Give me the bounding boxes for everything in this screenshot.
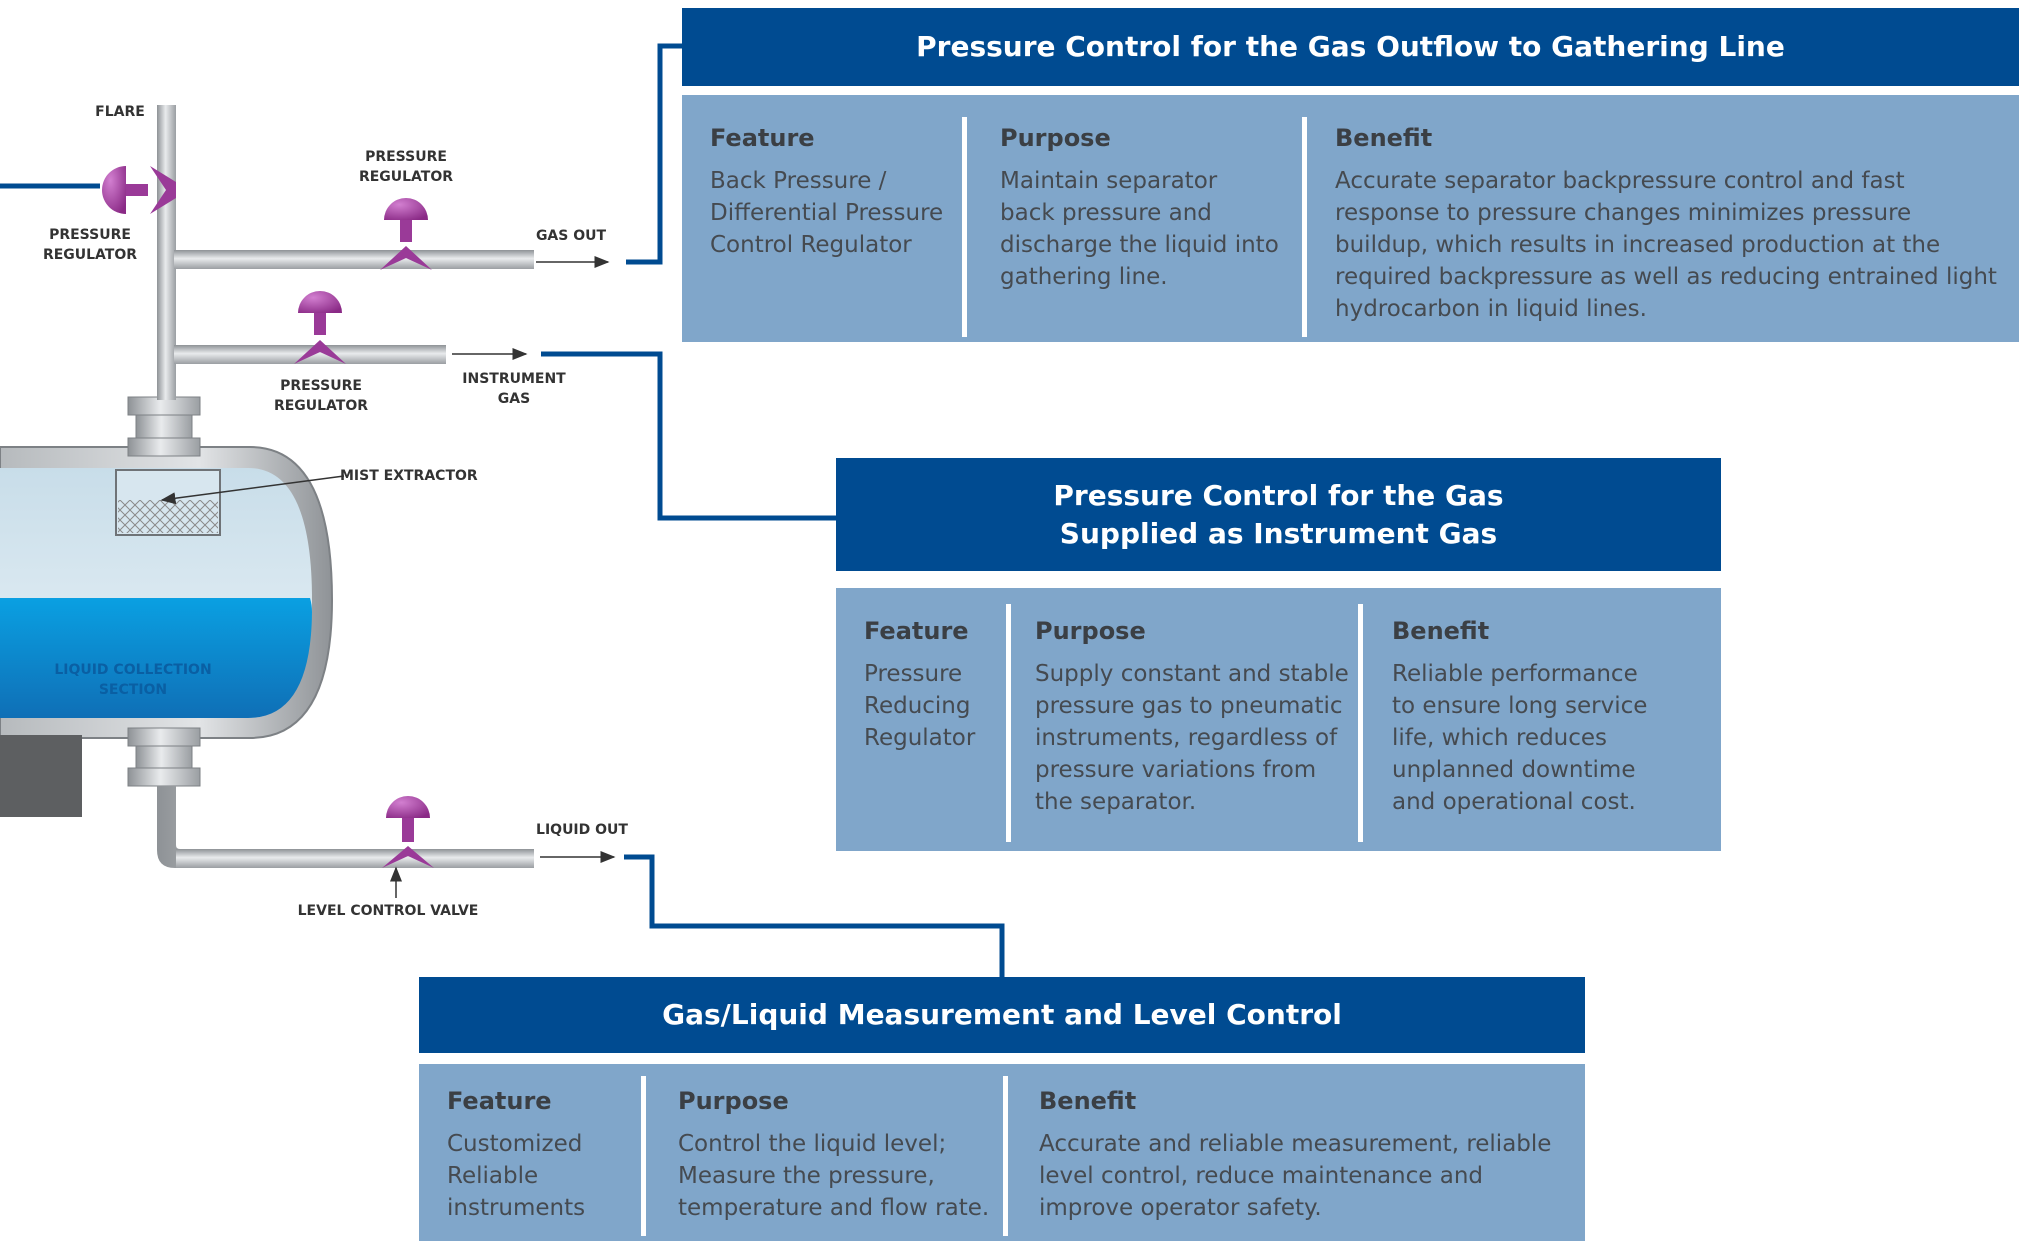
feature-text: Pressure Reducing Regulator bbox=[864, 661, 976, 751]
feature-text: Customized Reliable instruments bbox=[447, 1131, 586, 1221]
pressure-regulator-left-label: PRESSURE REGULATOR bbox=[42, 227, 138, 263]
bottom-nozzle bbox=[127, 727, 201, 787]
feature-column: Feature Customized Reliable instruments bbox=[447, 1064, 637, 1241]
vertical-gas-pipe bbox=[157, 105, 176, 400]
pressure-regulator-mid-label: PRESSURE REGULATOR bbox=[273, 378, 369, 414]
gas-out-pressure-regulator-icon bbox=[380, 198, 432, 270]
gas-outflow-callout: Pressure Control for the Gas Outflow to … bbox=[682, 8, 2019, 342]
column-divider bbox=[641, 1076, 646, 1236]
gas-out-pipe bbox=[174, 250, 534, 269]
instrument-gas-connector bbox=[541, 351, 838, 521]
liquid-collection-label: LIQUID COLLECTION SECTION bbox=[54, 662, 212, 698]
column-divider bbox=[1006, 604, 1011, 842]
measurement-table: Feature Customized Reliable instruments … bbox=[419, 1064, 1585, 1241]
top-nozzle bbox=[127, 396, 201, 457]
measurement-callout: Gas/Liquid Measurement and Level Control… bbox=[419, 977, 1585, 1241]
feature-heading: Feature bbox=[710, 124, 815, 152]
mist-extractor-pointer bbox=[160, 475, 345, 505]
purpose-text: Control the liquid level; Measure the pr… bbox=[678, 1131, 990, 1221]
benefit-heading: Benefit bbox=[1392, 617, 1490, 645]
purpose-text: Maintain separator back pressure and dis… bbox=[1000, 168, 1279, 290]
flare-label: FLARE bbox=[95, 104, 145, 120]
level-control-valve-icon bbox=[382, 796, 434, 868]
measurement-title: Gas/Liquid Measurement and Level Control bbox=[419, 977, 1585, 1053]
instrument-gas-title: Pressure Control for the Gas Supplied as… bbox=[836, 458, 1721, 571]
purpose-column: Purpose Supply constant and stable press… bbox=[1035, 588, 1375, 851]
benefit-heading: Benefit bbox=[1335, 124, 1433, 152]
instrument-gas-label: INSTRUMENT GAS bbox=[462, 371, 566, 407]
measurement-connector bbox=[624, 854, 1005, 978]
purpose-heading: Purpose bbox=[1035, 617, 1146, 645]
benefit-text: Accurate separator backpressure control … bbox=[1335, 168, 1997, 322]
feature-heading: Feature bbox=[447, 1087, 552, 1115]
column-divider bbox=[962, 117, 967, 337]
instrument-gas-callout: Pressure Control for the Gas Supplied as… bbox=[836, 458, 1721, 851]
column-divider bbox=[1358, 604, 1363, 842]
feature-heading: Feature bbox=[864, 617, 969, 645]
purpose-column: Purpose Maintain separator back pressure… bbox=[1000, 95, 1300, 342]
feature-column: Feature Back Pressure / Differential Pre… bbox=[710, 95, 960, 342]
feature-text: Back Pressure / Differential Pressure Co… bbox=[710, 168, 944, 258]
benefit-text: Reliable performance to ensure long serv… bbox=[1392, 661, 1648, 815]
feature-column: Feature Pressure Reducing Regulator bbox=[864, 588, 1014, 851]
benefit-column: Benefit Accurate separator backpressure … bbox=[1335, 95, 2015, 342]
benefit-column: Benefit Accurate and reliable measuremen… bbox=[1039, 1064, 1579, 1241]
level-control-valve-label: LEVEL CONTROL VALVE bbox=[297, 903, 479, 919]
vessel-support bbox=[0, 735, 82, 817]
pressure-regulator-top-label: PRESSURE REGULATOR bbox=[358, 149, 454, 185]
purpose-heading: Purpose bbox=[678, 1087, 789, 1115]
gas-outflow-table: Feature Back Pressure / Differential Pre… bbox=[682, 95, 2019, 342]
purpose-text: Supply constant and stable pressure gas … bbox=[1035, 661, 1349, 815]
benefit-column: Benefit Reliable performance to ensure l… bbox=[1392, 588, 1712, 851]
benefit-text: Accurate and reliable measurement, relia… bbox=[1039, 1131, 1552, 1221]
gas-outflow-connector bbox=[626, 43, 684, 265]
purpose-heading: Purpose bbox=[1000, 124, 1111, 152]
liquid-out-label: LIQUID OUT bbox=[536, 822, 628, 838]
benefit-heading: Benefit bbox=[1039, 1087, 1137, 1115]
mist-extractor-label: MIST EXTRACTOR bbox=[340, 468, 478, 484]
column-divider bbox=[1302, 117, 1307, 337]
purpose-column: Purpose Control the liquid level; Measur… bbox=[678, 1064, 1018, 1241]
instrument-gas-pressure-regulator-icon bbox=[294, 291, 346, 364]
column-divider bbox=[1003, 1076, 1008, 1236]
gas-outflow-title: Pressure Control for the Gas Outflow to … bbox=[682, 8, 2019, 86]
separator-vessel bbox=[0, 446, 334, 739]
flare-pressure-regulator-icon bbox=[102, 166, 176, 214]
instrument-gas-table: Feature Pressure Reducing Regulator Purp… bbox=[836, 588, 1721, 851]
gas-out-label: GAS OUT bbox=[535, 228, 607, 244]
